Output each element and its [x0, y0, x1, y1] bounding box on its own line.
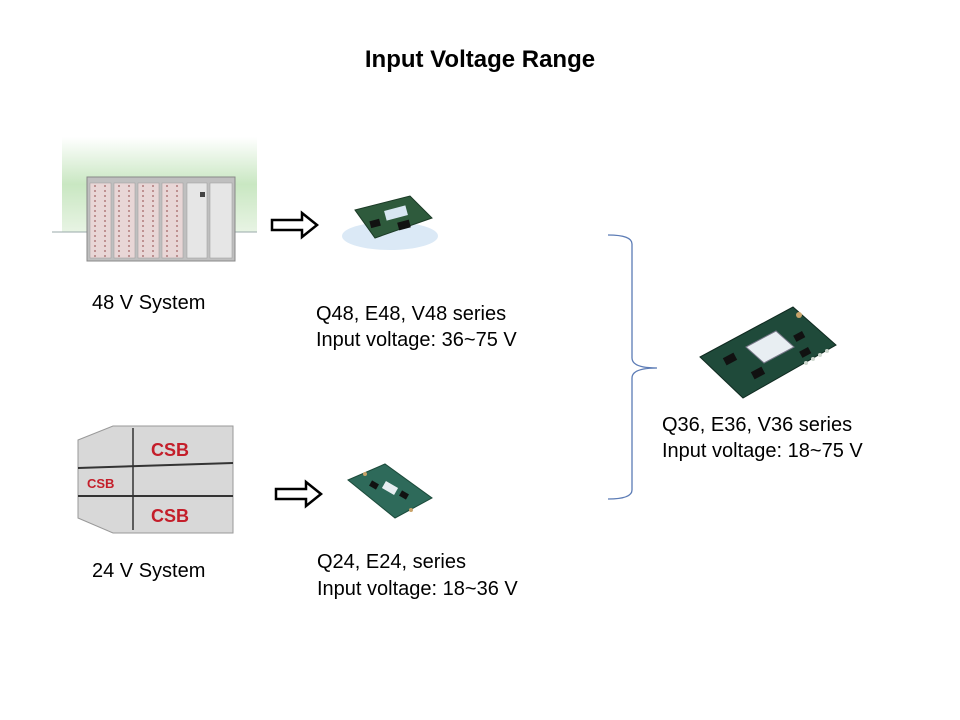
csb-logo-3: CSB [151, 506, 189, 526]
system-24v-label: 24 V System [92, 560, 206, 582]
q24-series-label: Q24, E24, series [317, 551, 466, 573]
slide-title: Input Voltage Range [364, 46, 596, 73]
q36-series-label: Q36, E36, V36 series [662, 414, 853, 436]
q24-module-image [345, 460, 435, 525]
q48-input-voltage-label: Input voltage: 36~75 V [316, 329, 517, 351]
system-48v-label: 48 V System [92, 292, 206, 314]
hollow-right-arrow-icon [274, 479, 324, 509]
q36-input-voltage-label: Input voltage: 18~75 V [662, 440, 863, 462]
q48-module-image [340, 188, 440, 254]
cabinet-48v-image [52, 137, 257, 262]
csb-logo-2: CSB [87, 476, 114, 491]
q48-series-label: Q48, E48, V48 series [316, 303, 507, 325]
csb-logo-1: CSB [151, 440, 189, 460]
hollow-right-arrow-icon [270, 210, 320, 240]
battery-rack-24v-image: CSB CSB CSB [73, 418, 235, 536]
q36-module-image [698, 305, 838, 400]
right-curly-brace-icon [605, 232, 660, 502]
q24-input-voltage-label: Input voltage: 18~36 V [317, 578, 518, 600]
